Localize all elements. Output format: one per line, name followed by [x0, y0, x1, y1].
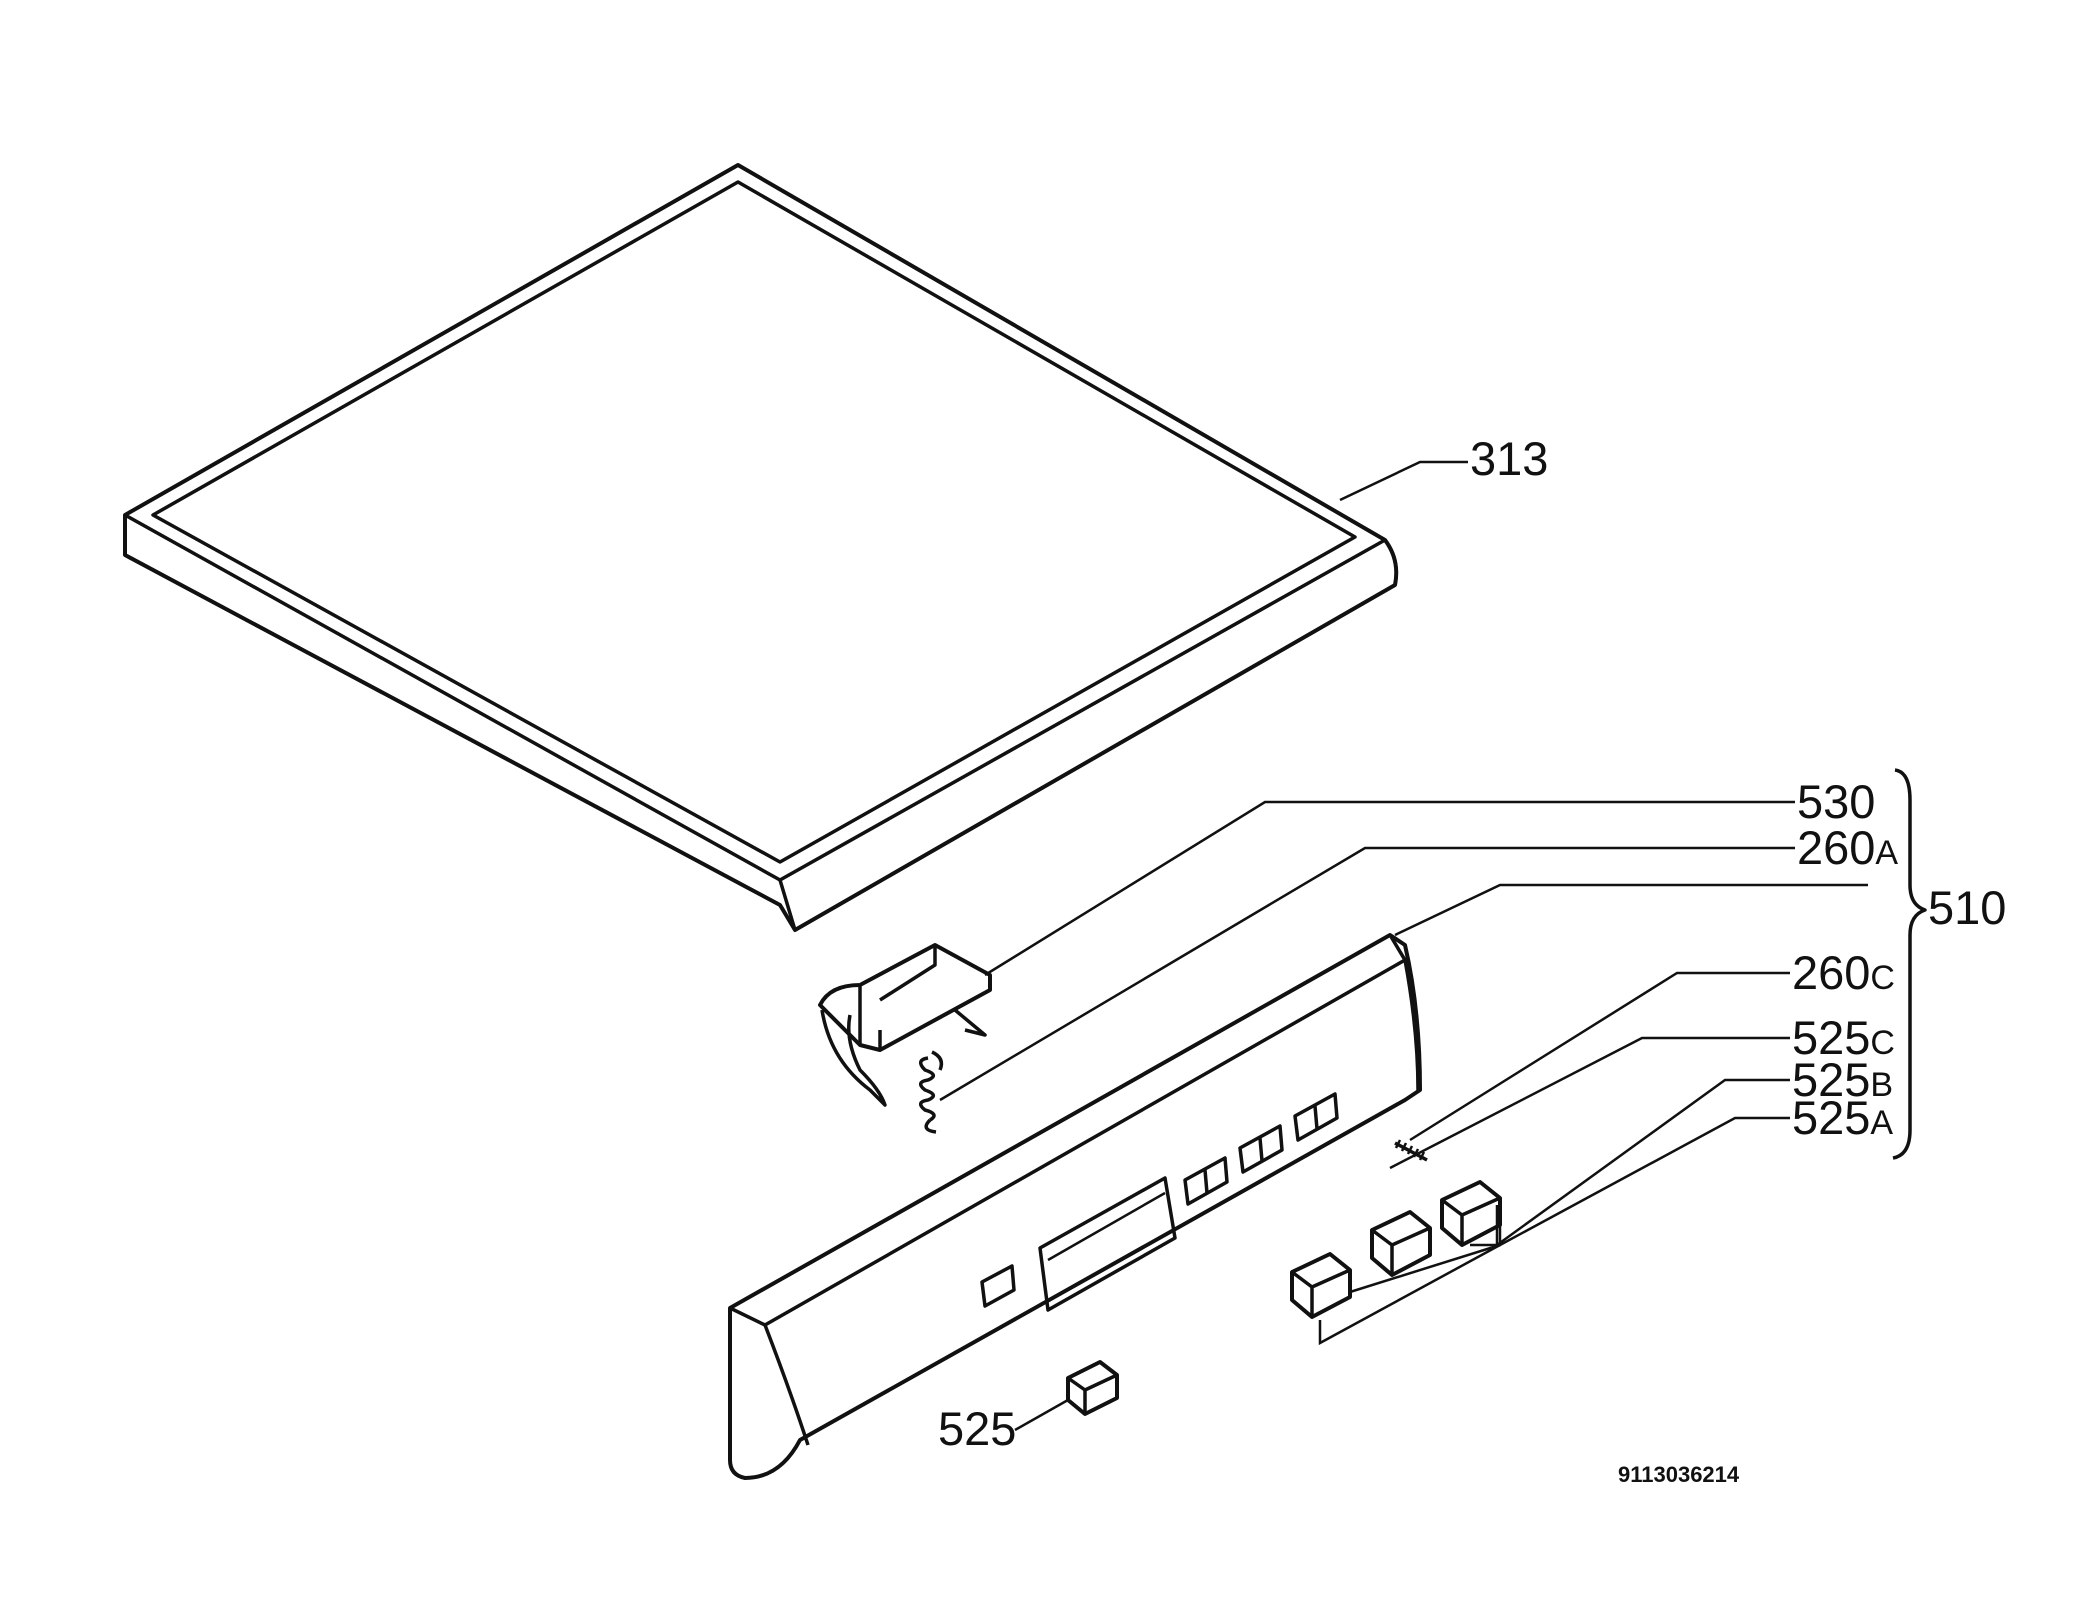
callout-525b: 525B	[1792, 1053, 1893, 1106]
callout-525c: 525C	[1792, 1011, 1895, 1064]
callout-525a: 525A	[1792, 1091, 1893, 1144]
callout-510: 510	[1928, 881, 2006, 934]
part-260c-spring	[1394, 1139, 1428, 1162]
group-brace-510	[1892, 768, 1927, 1160]
leader-lines	[939, 460, 1868, 1432]
document-number: 9113036214	[1618, 1462, 1740, 1487]
callout-260c: 260C	[1792, 946, 1895, 999]
button-525	[1066, 1360, 1119, 1416]
control-panel	[728, 933, 1422, 1480]
callout-525: 525	[938, 1402, 1016, 1455]
part-313-top-cover	[123, 163, 1399, 932]
callout-530: 530	[1797, 775, 1875, 828]
callout-260a: 260A	[1797, 821, 1898, 874]
part-530-latch	[818, 943, 992, 1107]
callout-313: 313	[1470, 432, 1548, 485]
button-525c	[1290, 1252, 1352, 1319]
button-525a	[1440, 1180, 1502, 1247]
part-260a-spring	[918, 1050, 944, 1134]
button-525b	[1370, 1210, 1432, 1277]
